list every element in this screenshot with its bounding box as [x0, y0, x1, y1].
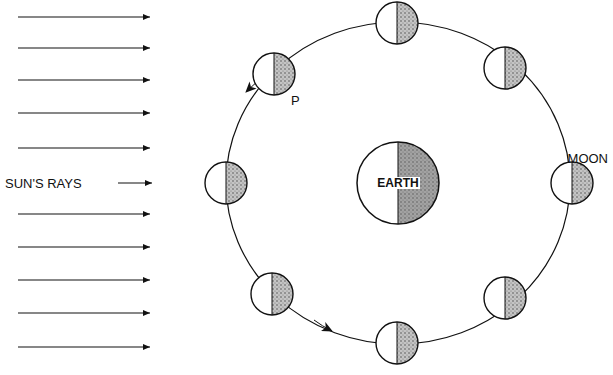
moon-symbol — [376, 2, 418, 44]
earth-circle: EARTH — [356, 141, 440, 225]
sun-rays-label: SUN'S RAYS — [5, 177, 82, 190]
position-letter: P — [291, 94, 300, 107]
moon-symbol — [551, 162, 593, 204]
earth-label: EARTH — [376, 177, 419, 190]
moon-symbol — [253, 53, 295, 95]
moon-symbol — [484, 277, 526, 319]
moon-symbol — [251, 273, 293, 315]
moon-orbit — [226, 22, 570, 344]
orbit-direction-arrow — [314, 320, 332, 331]
moon-symbol — [205, 162, 247, 204]
moon-label: MOON — [568, 152, 608, 165]
moon-symbol — [484, 47, 526, 89]
moon-symbol — [376, 322, 418, 364]
moon-phases — [205, 2, 593, 364]
